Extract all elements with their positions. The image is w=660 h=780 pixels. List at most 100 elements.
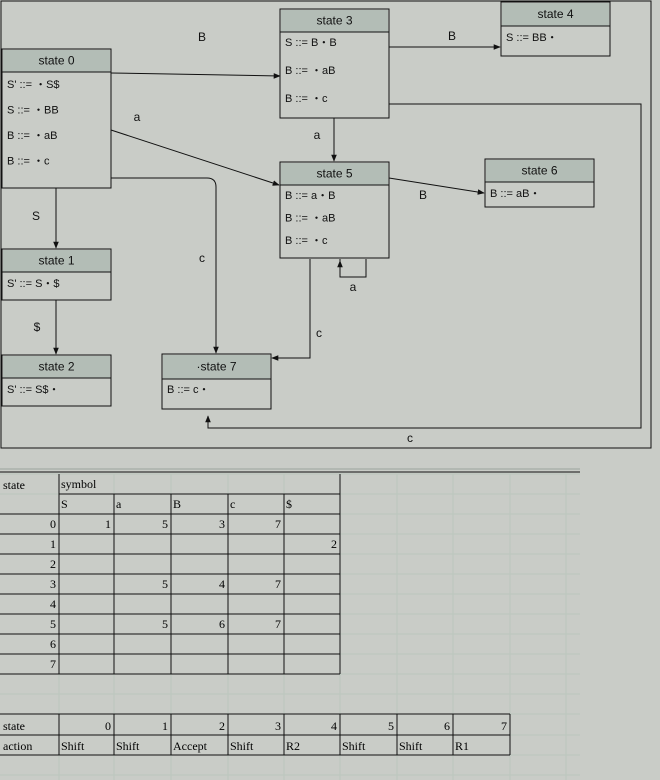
state-box-3: state 3S ::= B・BB ::= ・aBB ::= ・c — [279, 8, 390, 119]
goto-cell: 2 — [331, 537, 337, 551]
edge-label: c — [199, 251, 205, 265]
edge-label: B — [448, 29, 456, 43]
goto-symbol-header: B — [173, 497, 182, 511]
action-value: R2 — [286, 739, 301, 753]
state-box-0: state 0S' ::= ・S$S ::= ・BBB ::= ・aBB ::=… — [1, 48, 112, 189]
action-state-number: 3 — [275, 719, 281, 733]
transition-edges — [53, 44, 642, 429]
goto-symbol-header: S — [61, 497, 68, 511]
state-header-fill — [3, 250, 110, 272]
diagram-frame — [0, 0, 652, 449]
goto-cell: 7 — [275, 617, 281, 631]
state-header-fill — [486, 160, 593, 182]
edge-5-to-7 — [271, 259, 311, 361]
lr-item: B ::= ・c — [7, 156, 50, 168]
lr-item: S' ::= S$・ — [7, 384, 60, 396]
action-state-number: 2 — [219, 719, 225, 733]
edge-label: a — [350, 280, 357, 294]
lr-item: B ::= ・c — [285, 93, 328, 105]
state-header-fill — [281, 163, 388, 185]
state-box-7: ·state 7B ::= c・ — [161, 353, 272, 410]
action-state-number: 5 — [388, 719, 394, 733]
lr-item: S ::= BB・ — [506, 32, 558, 44]
goto-row-state: 4 — [50, 597, 56, 611]
edge-5-to-6 — [388, 177, 485, 195]
state-header-fill — [502, 3, 609, 26]
action-state-number: 0 — [105, 719, 111, 733]
edge-label: $ — [34, 320, 41, 334]
goto-row-state: 5 — [50, 617, 56, 631]
action-value: R1 — [455, 739, 470, 753]
state-title: state 4 — [537, 7, 573, 21]
state-title: state 1 — [38, 254, 74, 268]
state-header-fill — [3, 50, 110, 72]
goto-symbol-header: c — [230, 497, 236, 511]
edge-label: a — [134, 110, 141, 124]
action-state-number: 7 — [501, 719, 507, 733]
state-title: state 3 — [316, 14, 352, 28]
action-state-number: 4 — [331, 719, 337, 733]
goto-cell: 5 — [162, 617, 168, 631]
goto-cell: 5 — [162, 517, 168, 531]
state-box-2: state 2S' ::= S$・ — [1, 354, 112, 407]
goto-cell: 7 — [275, 577, 281, 591]
goto-cell: 3 — [219, 517, 225, 531]
action-value: Shift — [230, 739, 254, 753]
goto-cell: 5 — [162, 577, 168, 591]
state-title: state 6 — [521, 164, 557, 178]
goto-row-state: 2 — [50, 557, 56, 571]
lr-item: B ::= ・aB — [285, 65, 335, 77]
edge-5-to-5 — [340, 259, 367, 278]
lr-item: S ::= ・BB — [7, 105, 59, 117]
state-header-fill — [3, 356, 110, 378]
edge-label: B — [419, 188, 427, 202]
lr-item: B ::= ・aB — [285, 213, 335, 225]
goto-row-state: 7 — [50, 657, 56, 671]
edge-0-to-7 — [111, 177, 219, 354]
state-title: ·state 7 — [196, 360, 236, 374]
lr-item: B ::= a・B — [285, 190, 335, 202]
goto-cell: 6 — [219, 617, 225, 631]
state-box-1: state 1S' ::= S・$ — [1, 248, 112, 301]
lr-item: S ::= B・B — [285, 37, 337, 49]
goto-cell: 1 — [105, 517, 111, 531]
edge-0-to-5 — [110, 129, 280, 186]
goto-corner-label: state — [3, 478, 25, 492]
action-value: Accept — [173, 739, 207, 753]
state-boxes: state 0S' ::= ・S$S ::= ・BBB ::= ・aBB ::=… — [1, 1, 611, 410]
goto-symbol-header: $ — [286, 497, 292, 511]
lr-item: B ::= ・c — [285, 235, 328, 247]
action-value: Shift — [116, 739, 140, 753]
state-box-4: state 4S ::= BB・ — [500, 1, 611, 57]
goto-row-state: 3 — [50, 577, 56, 591]
action-value: Shift — [61, 739, 85, 753]
transition-labels: Ba c S $ Ba c Ba c — [32, 29, 456, 445]
state-title: state 0 — [38, 54, 74, 68]
goto-cell: 4 — [219, 577, 225, 591]
goto-row-state: 1 — [50, 537, 56, 551]
action-value: Shift — [399, 739, 423, 753]
state-box-5: state 5B ::= a・BB ::= ・aBB ::= ・c — [279, 161, 390, 259]
state-title: state 5 — [316, 167, 352, 181]
action-action-label: action — [3, 739, 33, 753]
lr-item: B ::= c・ — [167, 384, 210, 396]
state-box-6: state 6B ::= aB・ — [484, 158, 595, 208]
action-state-number: 6 — [444, 719, 450, 733]
goto-row-state: 0 — [50, 517, 56, 531]
action-state-label: state — [3, 719, 25, 733]
edge-3-to-7 — [205, 103, 642, 429]
edge-label: B — [198, 30, 206, 44]
lr-item: B ::= ・aB — [7, 130, 57, 142]
goto-symbol-header: a — [116, 497, 122, 511]
state-header-fill — [281, 10, 388, 32]
edge-label: S — [32, 209, 40, 223]
goto-group-label: symbol — [61, 477, 97, 491]
edge-label: c — [316, 326, 322, 340]
edge-label: c — [407, 431, 413, 445]
goto-cell: 7 — [275, 517, 281, 531]
edge-label: a — [314, 128, 321, 142]
lr-item: B ::= aB・ — [490, 188, 540, 200]
action-value: Shift — [342, 739, 366, 753]
edge-0-to-3 — [110, 72, 281, 79]
